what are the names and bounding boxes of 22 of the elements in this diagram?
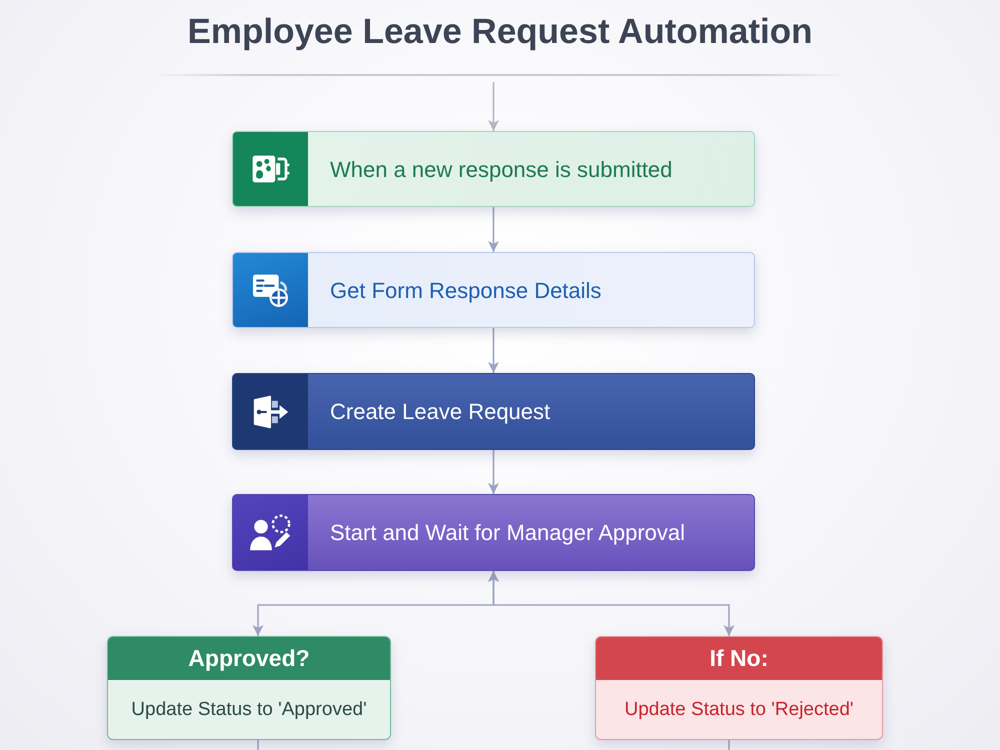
condition-heading: Approved?	[108, 637, 390, 680]
condition-heading: If No:	[596, 637, 882, 680]
flow-step-card	[232, 131, 755, 207]
arrow	[488, 207, 499, 252]
condition-card	[107, 636, 391, 740]
step-label: Create Leave Request	[330, 398, 550, 425]
diagram-title: Employee Leave Request Automation	[188, 11, 812, 53]
flow-step-card	[232, 494, 755, 571]
arrow	[488, 571, 734, 636]
connector-line	[728, 740, 730, 750]
condition-card	[595, 636, 883, 740]
arrow	[488, 450, 499, 494]
connector-line	[257, 740, 259, 750]
status-update-text: Update Status to 'Approved'	[131, 698, 367, 722]
step-label: When a new response is submitted	[330, 156, 672, 182]
step-label: Get Form Response Details	[330, 276, 602, 304]
arrow	[488, 82, 499, 131]
arrow	[488, 328, 499, 373]
status-update-text: Update Status to 'Rejected'	[624, 698, 854, 722]
step-label: Start and Wait for Manager Approval	[330, 519, 686, 546]
flow-step-card	[232, 373, 755, 450]
flow-step-card	[232, 252, 755, 328]
